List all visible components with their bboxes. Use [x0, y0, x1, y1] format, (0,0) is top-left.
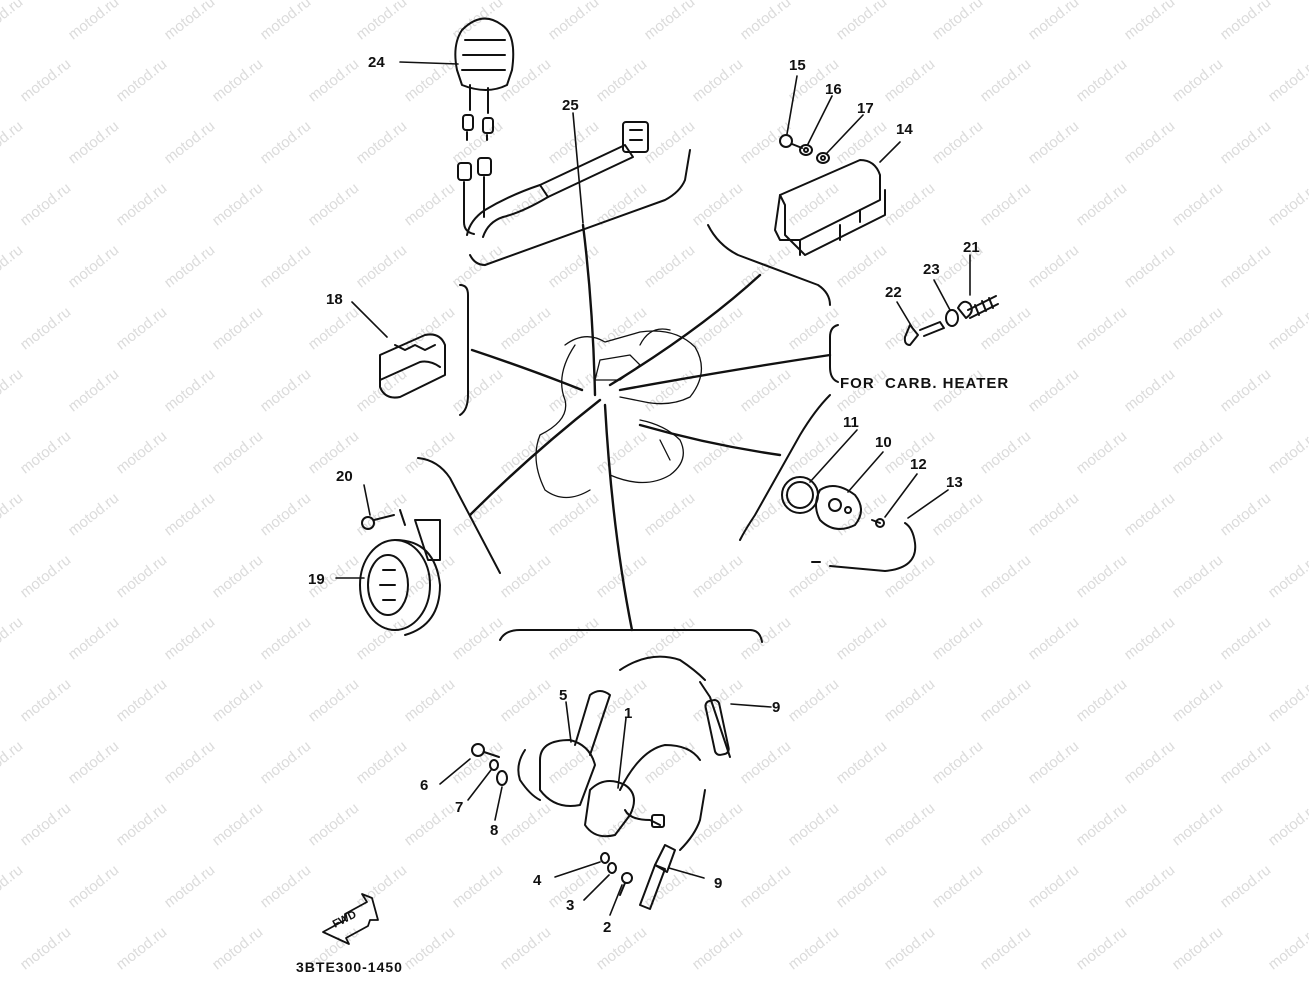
washer-part-16 — [799, 144, 813, 156]
plug-wire-part-9-upper — [619, 655, 731, 758]
callout-4: 4 — [533, 872, 542, 889]
leader-lines — [468, 223, 832, 632]
bolt-part-20 — [361, 514, 395, 530]
callout-15: 15 — [789, 57, 806, 74]
callout-22: 22 — [885, 284, 902, 301]
callout-6: 6 — [420, 777, 428, 794]
callout-14: 14 — [896, 121, 913, 138]
washer-part-7 — [489, 759, 499, 771]
lead-wire-part-13 — [811, 522, 917, 572]
callout-16: 16 — [825, 81, 842, 98]
callout-5: 5 — [559, 687, 567, 704]
callout-13: 13 — [946, 474, 963, 491]
washer-part-4 — [600, 852, 610, 864]
bolt-part-21 — [957, 295, 999, 319]
o-ring-part-11 — [781, 476, 819, 514]
screw-part-12 — [871, 518, 885, 528]
fwd-label: FWD — [331, 909, 359, 931]
callout-18: 18 — [326, 291, 343, 308]
forward-arrow-icon — [322, 893, 379, 945]
callout-8: 8 — [490, 822, 498, 839]
meter-part-24 — [454, 17, 515, 141]
callout-7: 7 — [455, 799, 463, 816]
callout-9-lower: 9 — [714, 875, 722, 892]
callout-19: 19 — [308, 571, 325, 588]
callout-24: 24 — [368, 54, 385, 71]
callout-23: 23 — [923, 261, 940, 278]
horn-part-19 — [359, 509, 441, 636]
unit-part-14 — [774, 159, 886, 256]
relay-part-18 — [379, 333, 446, 399]
screw-part-2 — [619, 872, 633, 896]
terminal-part-22 — [903, 321, 945, 346]
callout-11: 11 — [843, 414, 859, 431]
spacer-part-8 — [496, 770, 508, 786]
ignition-coil-part-5 — [517, 690, 611, 807]
callout-3: 3 — [566, 897, 574, 914]
callout-labels: 1 2 3 4 5 6 7 8 9 9 10 11 12 13 14 15 16… — [296, 54, 1009, 975]
group-brackets — [417, 149, 839, 643]
washer-part-17 — [816, 152, 830, 164]
callout-25: 25 — [562, 97, 579, 114]
screw-part-6 — [471, 743, 500, 758]
harness-part-25 — [457, 121, 649, 238]
washer-part-23 — [945, 309, 959, 327]
bolt-part-15 — [779, 134, 803, 149]
carb-heater-note: FOR CARB. HEATER — [840, 375, 1009, 392]
callout-21: 21 — [963, 239, 980, 256]
callout-2: 2 — [603, 919, 611, 936]
callout-leaders — [335, 61, 971, 916]
callout-10: 10 — [875, 434, 892, 451]
diagram-code: 3BTE300-1450 — [296, 959, 403, 975]
frame-outline — [535, 328, 702, 499]
washer-part-3 — [607, 862, 617, 874]
plug-wire-part-9-lower — [639, 789, 706, 910]
callout-12: 12 — [910, 456, 927, 473]
callout-1: 1 — [624, 705, 632, 722]
ignition-coil-part-1 — [584, 744, 701, 838]
callout-17: 17 — [857, 100, 874, 117]
heater-part-10 — [815, 485, 862, 530]
callout-20: 20 — [336, 468, 353, 485]
callout-9-upper: 9 — [772, 699, 780, 716]
